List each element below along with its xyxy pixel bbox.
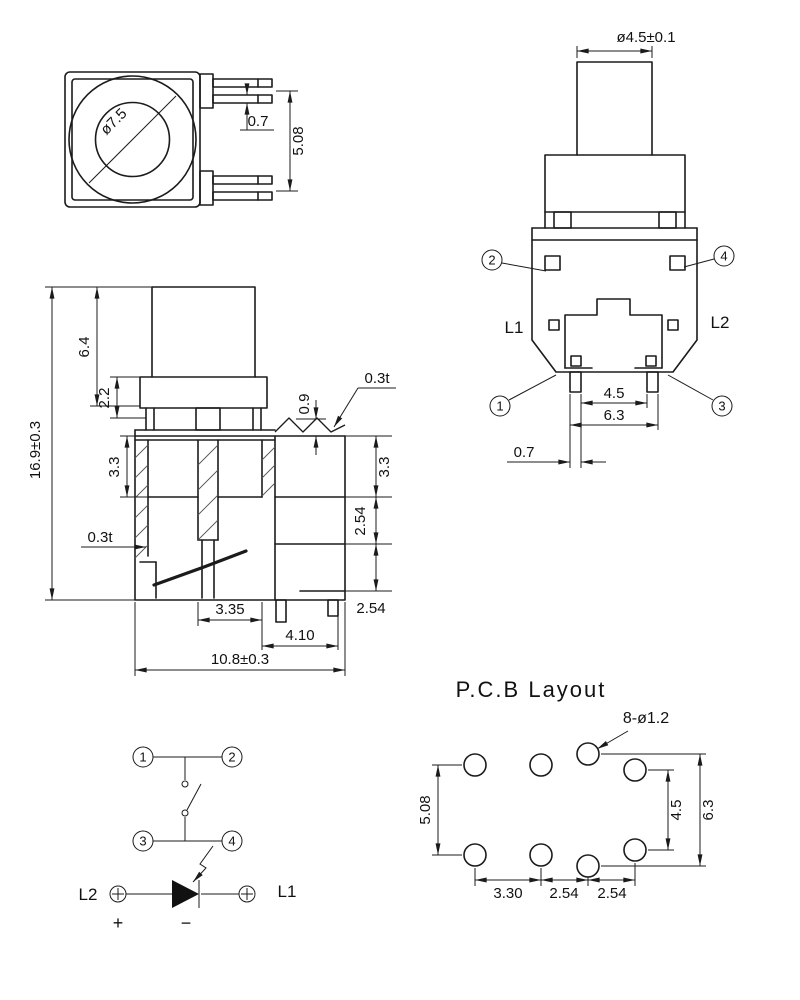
dim-top-row-pitch: 5.08 xyxy=(290,126,307,155)
contact-number-2: 2 xyxy=(228,750,235,765)
contact-number-1: 1 xyxy=(139,750,146,765)
led-label-l2-front: L2 xyxy=(711,313,730,332)
section-view-outline xyxy=(134,286,346,623)
illumination-arrow xyxy=(192,845,214,883)
front-view: 2 4 1 3 L1 L2 ø4.5±0.1 4.5 6.3 0.7 xyxy=(481,29,735,468)
terminal-number-3: 3 xyxy=(718,399,725,414)
contact-callout-1: 1 xyxy=(132,746,154,768)
terminal-callout-2: 2 xyxy=(481,249,503,271)
dim-right-mid: 2.54 xyxy=(352,506,369,535)
terminal-callout-4: 4 xyxy=(713,245,735,267)
front-view-dimensions xyxy=(501,46,715,468)
dim-top-pin-thickness: 0.7 xyxy=(248,113,269,130)
dim-top-inner-diameter: ø7.5 xyxy=(97,105,130,138)
dim-pcb-pitch-b: 2.54 xyxy=(549,885,578,902)
dim-right-lower: 2.54 xyxy=(356,600,385,617)
top-view-dimensions xyxy=(88,83,298,192)
dim-pcb-pitch-a: 3.30 xyxy=(493,885,522,902)
terminal-number-1: 1 xyxy=(496,399,503,414)
dim-total-height: 16.9±0.3 xyxy=(27,421,44,479)
contact-callout-4: 4 xyxy=(221,830,243,852)
top-view-outline xyxy=(64,71,273,208)
dim-pin-inner-span: 4.5 xyxy=(604,385,625,402)
pcb-holes xyxy=(463,742,647,878)
dim-plate-thickness: 0.3t xyxy=(364,370,390,387)
led-terminal-right xyxy=(238,885,256,903)
dim-right-upper: 3.3 xyxy=(376,457,393,478)
dim-bottom-a: 3.35 xyxy=(215,601,244,618)
section-view-dimensions xyxy=(45,286,396,676)
dim-shaft-height: 6.4 xyxy=(76,337,93,358)
polarity-plus: + xyxy=(113,913,124,933)
led-terminal-left xyxy=(109,885,127,903)
dim-pcb-col-outer: 6.3 xyxy=(700,800,717,821)
section-view: 16.9±0.3 6.4 2.2 3.3 0.3t 0.3t 0.9 3.3 2… xyxy=(27,286,396,676)
dim-upper-body-height: 3.3 xyxy=(106,457,123,478)
section-hatching xyxy=(134,444,276,559)
contact-callout-3: 3 xyxy=(132,830,154,852)
led-symbol xyxy=(172,880,199,908)
led-label-l2-circuit: L2 xyxy=(79,885,98,904)
dim-cap-height: 2.2 xyxy=(96,388,113,409)
led-label-l1-circuit: L1 xyxy=(278,882,297,901)
dim-wall-thickness: 0.3t xyxy=(87,529,113,546)
circuit-wiring xyxy=(126,756,239,895)
dim-pin-outer-span: 6.3 xyxy=(604,407,625,424)
circuit-schematic: 1 2 3 4 L2 L1 + − xyxy=(79,746,297,933)
dim-pcb-row-pitch: 5.08 xyxy=(417,795,434,824)
dim-body-width: 10.8±0.3 xyxy=(211,651,269,668)
dim-pcb-pitch-c: 2.54 xyxy=(597,885,626,902)
polarity-minus: − xyxy=(181,913,192,933)
contact-number-3: 3 xyxy=(139,834,146,849)
terminal-number-4: 4 xyxy=(720,249,727,264)
pcb-title: P.C.B Layout xyxy=(456,677,607,702)
dim-terminal-height: 0.9 xyxy=(296,394,313,415)
top-view: ø7.5 0.7 5.08 xyxy=(64,71,307,208)
crimp-zigzag xyxy=(274,417,346,433)
pcb-layout: P.C.B Layout xyxy=(417,677,717,902)
dim-pin-width: 0.7 xyxy=(514,444,535,461)
terminal-number-2: 2 xyxy=(488,253,495,268)
terminal-callout-3: 3 xyxy=(711,395,733,417)
dim-bottom-b: 4.10 xyxy=(285,627,314,644)
dim-hole-spec: 8-ø1.2 xyxy=(623,710,669,727)
terminal-callout-1: 1 xyxy=(489,395,511,417)
dim-pcb-col-inner: 4.5 xyxy=(668,800,685,821)
pcb-dimensions xyxy=(432,730,706,886)
contact-number-4: 4 xyxy=(228,834,235,849)
contact-callout-2: 2 xyxy=(221,746,243,768)
led-label-l1-front: L1 xyxy=(505,318,524,337)
dim-shaft-diameter: ø4.5±0.1 xyxy=(616,29,675,46)
front-view-outline xyxy=(531,61,698,393)
